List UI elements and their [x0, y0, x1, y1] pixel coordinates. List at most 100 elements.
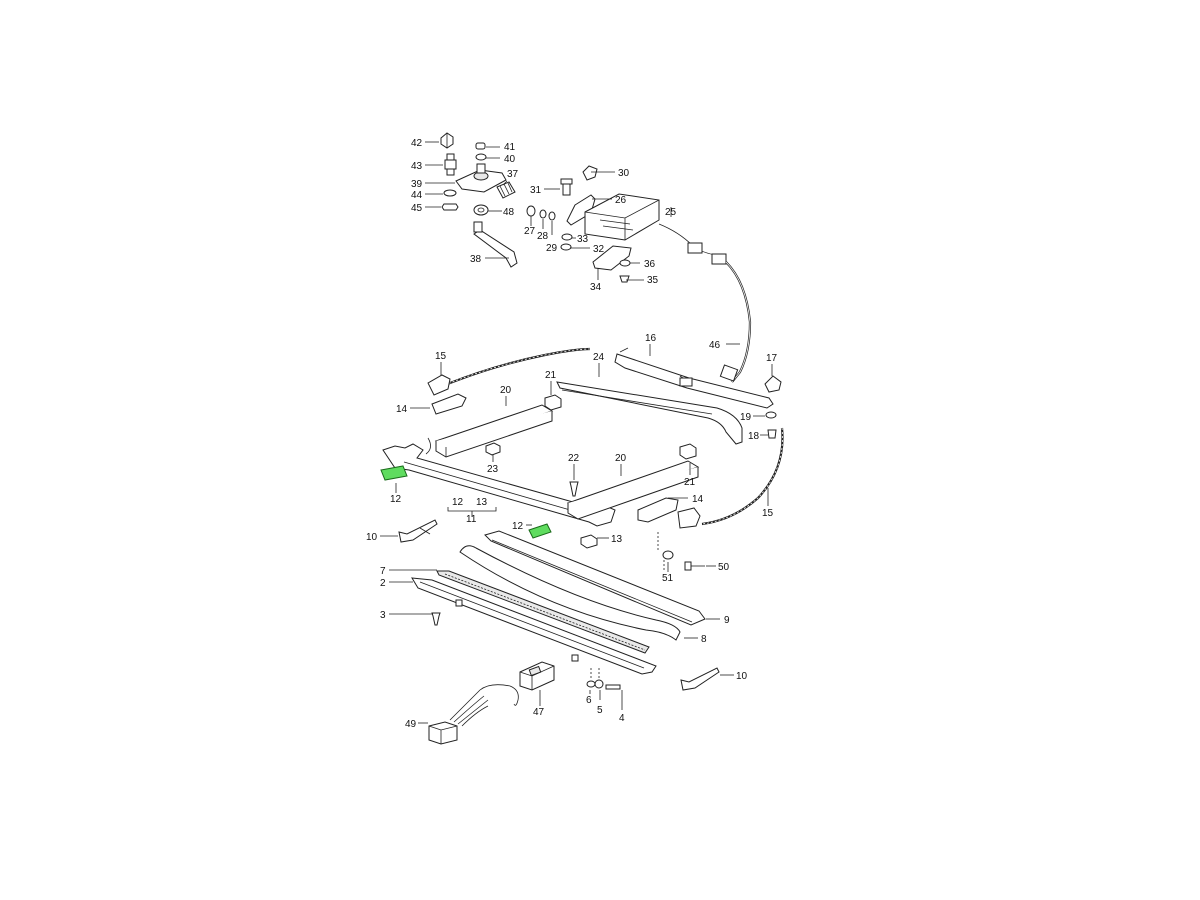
part-9-panel[interactable]	[484, 530, 706, 626]
callout-3[interactable]: 3	[380, 610, 386, 621]
part-25-control-unit[interactable]	[584, 193, 660, 241]
callout-5[interactable]: 5	[597, 705, 603, 716]
callout-40[interactable]: 40	[504, 154, 516, 165]
part-27-washer[interactable]	[526, 205, 536, 217]
callout-50[interactable]: 50	[718, 562, 730, 573]
callout-13-mid[interactable]: 13	[611, 534, 623, 545]
callout-47[interactable]: 47	[533, 707, 545, 718]
callout-41[interactable]: 41	[504, 142, 516, 153]
part-34-bracket[interactable]	[592, 245, 632, 271]
part-51-washer[interactable]	[662, 550, 674, 560]
part-42-clip[interactable]	[440, 132, 454, 149]
part-6-nut[interactable]	[586, 680, 596, 688]
callout-49[interactable]: 49	[405, 719, 417, 730]
callout-37[interactable]: 37	[507, 169, 519, 180]
part-28-washer[interactable]	[539, 209, 547, 219]
part-44-washer[interactable]	[443, 189, 457, 197]
part-39-motor-bracket[interactable]	[455, 163, 507, 193]
part-14-guide-left[interactable]	[431, 393, 467, 415]
part-13-clip[interactable]	[580, 534, 598, 549]
callout-42[interactable]: 42	[411, 138, 423, 149]
part-12-slide-pad-highlighted[interactable]	[380, 465, 552, 539]
callout-34[interactable]: 34	[590, 282, 602, 293]
part-2-frame[interactable]	[411, 577, 657, 675]
callout-21-left[interactable]: 21	[545, 370, 557, 381]
callout-44[interactable]: 44	[411, 190, 423, 201]
part-17-clip[interactable]	[764, 375, 782, 393]
part-31-stud[interactable]	[560, 178, 573, 196]
part-43-stud[interactable]	[444, 153, 457, 176]
callout-43[interactable]: 43	[411, 161, 423, 172]
callout-33[interactable]: 33	[577, 234, 589, 245]
part-20-rail-left[interactable]	[434, 404, 554, 458]
callout-12-mid[interactable]: 12	[512, 521, 524, 532]
callout-12-group[interactable]: 12	[452, 497, 464, 508]
callout-31[interactable]: 31	[530, 185, 542, 196]
callout-12-left[interactable]: 12	[390, 494, 402, 505]
callout-20-right[interactable]: 20	[615, 453, 627, 464]
callout-10-left[interactable]: 10	[366, 532, 378, 543]
callout-21-right[interactable]: 21	[684, 477, 696, 488]
callout-51[interactable]: 51	[662, 573, 674, 584]
part-19-nut[interactable]	[765, 411, 777, 419]
callout-4[interactable]: 4	[619, 713, 625, 724]
part-48-bushing[interactable]	[473, 204, 489, 216]
part-14-guide-right[interactable]	[637, 497, 679, 523]
callout-30[interactable]: 30	[618, 168, 630, 179]
callout-45[interactable]: 45	[411, 203, 423, 214]
callout-19[interactable]: 19	[740, 412, 752, 423]
callout-14-right[interactable]: 14	[692, 494, 704, 505]
callout-7[interactable]: 7	[380, 566, 386, 577]
callout-6[interactable]: 6	[586, 695, 592, 706]
callout-8[interactable]: 8	[701, 634, 707, 645]
callout-9[interactable]: 9	[724, 615, 730, 626]
callout-17[interactable]: 17	[766, 353, 778, 364]
callout-35[interactable]: 35	[647, 275, 659, 286]
callout-23[interactable]: 23	[487, 464, 499, 475]
part-10-hinge-right[interactable]	[680, 667, 720, 691]
callout-27[interactable]: 27	[524, 226, 536, 237]
part-37-gear[interactable]	[496, 181, 516, 199]
part-8-seal[interactable]	[459, 545, 681, 641]
part-49-harness[interactable]	[428, 684, 519, 745]
callout-32[interactable]: 32	[593, 244, 605, 255]
callout-25[interactable]: 25	[665, 207, 677, 218]
callout-15-right[interactable]: 15	[762, 508, 774, 519]
part-22-screw[interactable]	[569, 481, 579, 497]
callout-38[interactable]: 38	[470, 254, 482, 265]
part-18-screw[interactable]	[767, 429, 777, 439]
callout-18[interactable]: 18	[748, 431, 760, 442]
callout-29[interactable]: 29	[546, 243, 558, 254]
part-20-rail-right[interactable]	[566, 460, 700, 520]
part-7-seal[interactable]	[436, 570, 650, 654]
callout-2[interactable]: 2	[380, 578, 386, 589]
callout-46[interactable]: 46	[709, 340, 721, 351]
callout-39[interactable]: 39	[411, 179, 423, 190]
callout-14-left[interactable]: 14	[396, 404, 408, 415]
part-30-clip[interactable]	[582, 165, 598, 181]
callout-13-group[interactable]: 13	[476, 497, 488, 508]
callout-20-left[interactable]: 20	[500, 385, 512, 396]
part-46-cable[interactable]	[658, 223, 752, 383]
part-45-nut[interactable]	[441, 203, 459, 211]
part-16-linkage[interactable]	[614, 347, 774, 409]
callout-48[interactable]: 48	[503, 207, 515, 218]
part-36-washer[interactable]	[619, 259, 631, 267]
part-21-stop-left[interactable]	[544, 394, 562, 411]
part-15-cable-right[interactable]	[677, 427, 784, 529]
callout-16[interactable]: 16	[645, 333, 657, 344]
part-4-bolt[interactable]	[605, 684, 621, 690]
callout-36[interactable]: 36	[644, 259, 656, 270]
part-41-nut[interactable]	[475, 142, 486, 150]
part-15-cable-left[interactable]	[427, 347, 591, 396]
callout-26[interactable]: 26	[615, 195, 627, 206]
callout-10-right[interactable]: 10	[736, 671, 748, 682]
part-50-bolt[interactable]	[684, 561, 705, 571]
part-47-switch[interactable]	[519, 661, 555, 691]
part-29-washer[interactable]	[548, 211, 556, 221]
part-10-hinge-left[interactable]	[398, 519, 438, 543]
part-23-block[interactable]	[485, 442, 501, 456]
part-35-screw[interactable]	[619, 275, 630, 283]
callout-28[interactable]: 28	[537, 231, 549, 242]
part-33-nut[interactable]	[561, 233, 573, 241]
